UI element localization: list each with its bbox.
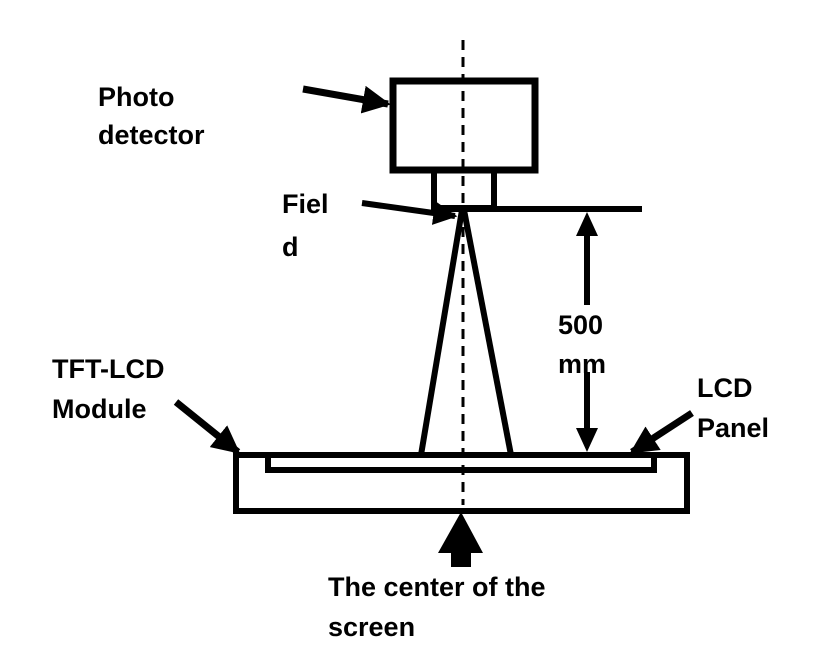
field-pointer-arrow (361, 200, 458, 225)
distance-arrowhead-bottom (576, 428, 598, 452)
lcd-panel (265, 452, 657, 473)
photo-detector-pointer-arrow (302, 85, 391, 114)
label-field: Fiel d (282, 189, 336, 262)
center-of-screen-arrow (438, 512, 483, 567)
label-tft-lcd-module: TFT-LCD Module (52, 354, 172, 424)
field-cone-left (418, 209, 465, 456)
label-center-of-screen: The center of the screen (328, 572, 553, 642)
label-distance: 500 mm (558, 310, 611, 379)
distance-arrowhead-top (576, 212, 598, 236)
field-cone-right (461, 209, 514, 456)
lcd-panel-pointer-arrow (629, 410, 694, 455)
tft-lcd-module-pointer-arrow (173, 399, 241, 455)
label-lcd-panel: LCD Panel (697, 373, 769, 443)
label-photo-detector: Photo detector (98, 82, 205, 150)
